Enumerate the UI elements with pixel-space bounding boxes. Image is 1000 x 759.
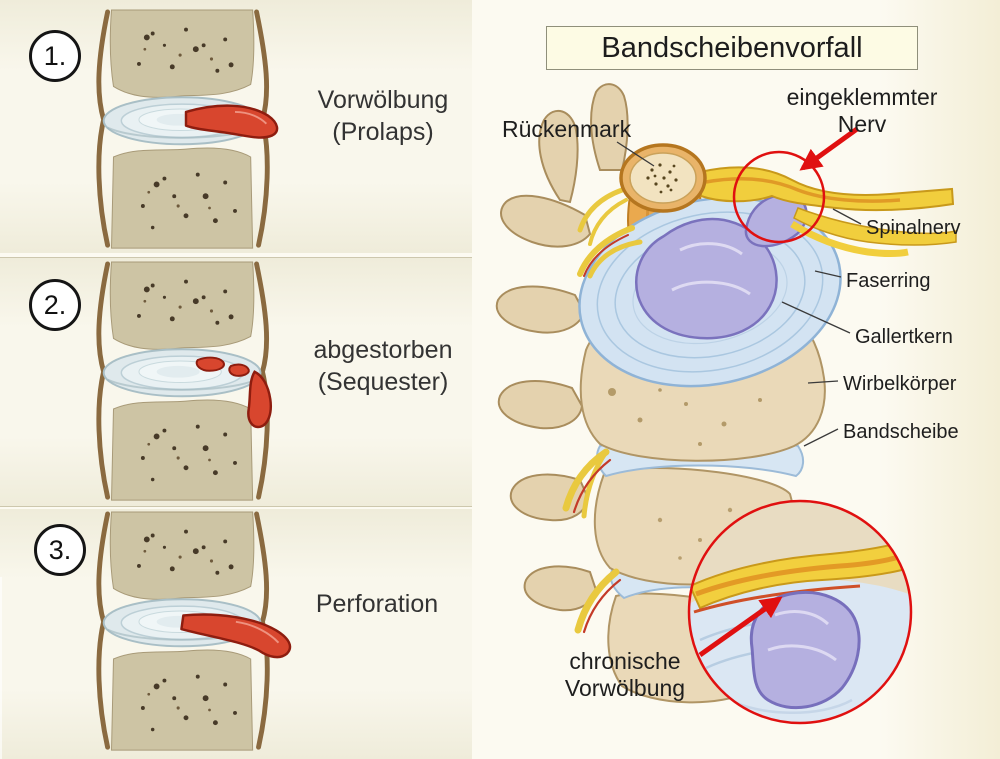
label-gallertkern: Gallertkern xyxy=(855,326,953,348)
stage-number-2: 2. xyxy=(29,279,81,331)
transverse-processes xyxy=(495,83,629,612)
spine-3d-view xyxy=(495,83,957,725)
stage-label-2-line2: (Sequester) xyxy=(317,368,449,396)
stock-watermark: Adobe Stock | #110854381 xyxy=(0,577,2,759)
stage-number-1: 1. xyxy=(29,30,81,82)
spine-stage-2 xyxy=(99,262,272,500)
stage-label-1-line2: (Prolaps) xyxy=(332,118,434,146)
spine-stage-1 xyxy=(99,10,279,248)
gallertkern-nucleus xyxy=(635,193,808,340)
stage-number-3-text: 3. xyxy=(48,534,72,565)
label-eingeklemmter-line1: eingeklemmter xyxy=(786,84,938,110)
pinched-nerve-arrow xyxy=(799,126,859,171)
zoom-detail-circle xyxy=(687,499,913,725)
hernia-sequester xyxy=(195,356,272,429)
chronic-protrusion-arrow xyxy=(698,596,783,658)
stage-number-1-text: 1. xyxy=(43,40,67,71)
spinal-cord-cross-section xyxy=(619,143,707,213)
spinal-nerves xyxy=(698,166,957,257)
label-chronische-vorwoelbung: chronische Vorwölbung xyxy=(536,648,714,702)
label-chronische-line2: Vorwölbung xyxy=(564,675,686,702)
label-faserring: Faserring xyxy=(846,270,931,292)
stage-number-3: 3. xyxy=(34,524,86,576)
stage-label-1: Vorwölbung (Prolaps) xyxy=(258,84,508,148)
stage-number-2-text: 2. xyxy=(43,289,67,320)
title-text: Bandscheibenvorfall xyxy=(601,31,863,64)
nerve-roots-left xyxy=(562,187,643,634)
label-eingeklemmter-line2: Nerv xyxy=(837,111,887,138)
pinched-nerve-circle xyxy=(732,150,826,244)
stage-label-3: Perforation xyxy=(252,588,502,620)
bone-pores-2 xyxy=(657,507,733,560)
label-bandscheibe: Bandscheibe xyxy=(843,421,959,443)
stage-label-3-line1: Perforation xyxy=(315,590,439,618)
stage-label-2-line1: abgestorben xyxy=(313,336,453,364)
spine-stage-3 xyxy=(99,512,292,750)
leader-lines xyxy=(616,141,862,447)
label-rueckenmark: Rückenmark xyxy=(502,116,632,142)
label-spinalnerv: Spinalnerv xyxy=(866,217,961,239)
hernia-prolaps xyxy=(184,104,279,139)
label-eingeklemmter-nerv: eingeklemmter Nerv xyxy=(772,84,952,138)
stage-label-2: abgestorben (Sequester) xyxy=(258,334,508,398)
stage-label-1-line1: Vorwölbung xyxy=(317,86,449,114)
bone-pores-1 xyxy=(608,388,762,446)
hernia-perforation xyxy=(180,613,292,659)
label-chronische-line1: chronische xyxy=(569,648,681,674)
label-wirbelkoerper: Wirbelkörper xyxy=(843,373,957,395)
page-title: Bandscheibenvorfall xyxy=(546,26,918,70)
